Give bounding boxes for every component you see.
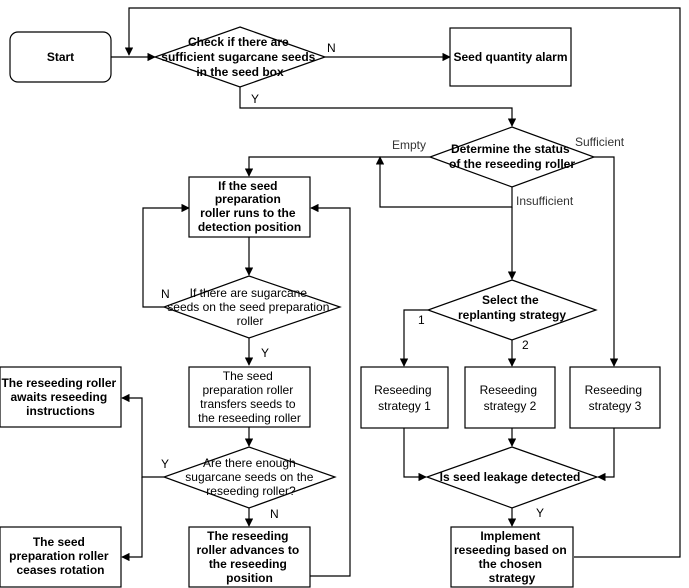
- label-check-no: N: [327, 41, 336, 55]
- roller-advances-label: The reseeding roller advances to the res…: [196, 529, 302, 585]
- edge-check-to-determine: [239, 87, 517, 127]
- transfer-seeds-label: The seed preparation roller transfers se…: [198, 369, 301, 425]
- edge-determine-to-strategy3: [594, 156, 619, 367]
- label-prep-yes: Y: [261, 346, 269, 360]
- label-check-yes: Y: [251, 92, 259, 106]
- node-start: Start: [9, 31, 112, 83]
- node-transfer-seeds: The seed preparation roller transfers se…: [188, 366, 311, 428]
- strategy-2-label: Reseeding strategy 2: [480, 383, 541, 413]
- node-implement-reseeding: Implement reseeding based on the chosen …: [450, 526, 574, 588]
- strategy-3-label: Reseeding strategy 3: [585, 383, 646, 413]
- leakage-detected-label: Is seed leakage detected: [440, 470, 581, 484]
- ceases-rotation-label: The seed preparation roller ceases rotat…: [9, 535, 112, 577]
- determine-status-label: Determine the status of the reseeding ro…: [449, 142, 575, 171]
- node-enough-seeds: Are there enough sugarcane seeds on the …: [162, 446, 337, 509]
- label-strategy-2: 2: [522, 338, 529, 352]
- seeds-on-prep-label: If there are sugarcane seeds on the seed…: [167, 286, 332, 328]
- implement-reseeding-label: Implement reseeding based on the chosen …: [454, 529, 570, 585]
- edge-implement-loop: [124, 7, 681, 558]
- node-determine-status: Determine the status of the reseeding ro…: [428, 126, 596, 188]
- label-status-empty: Empty: [392, 138, 426, 152]
- label-enough-no: N: [270, 507, 279, 521]
- strategy-1-label: Reseeding strategy 1: [374, 383, 435, 413]
- label-leakage-yes: Y: [536, 506, 544, 520]
- node-strategy-3: Reseeding strategy 3: [569, 366, 661, 429]
- node-await-instructions: The reseeding roller awaits reseeding in…: [0, 366, 122, 428]
- node-strategy-1: Reseeding strategy 1: [360, 366, 449, 429]
- edges: [111, 7, 681, 577]
- label-status-sufficient: Sufficient: [575, 135, 625, 149]
- edge-advance-loop: [310, 203, 351, 577]
- label-enough-yes: Y: [161, 457, 169, 471]
- edge-enough-yes-branch: [121, 393, 164, 478]
- node-leakage-detected: Is seed leakage detected: [425, 446, 599, 509]
- check-seeds-label: Check if there are sufficient sugarcane …: [161, 35, 318, 79]
- select-strategy-label: Select the replanting strategy: [458, 293, 566, 322]
- node-check-seeds: Check if there are sufficient sugarcane …: [153, 26, 327, 88]
- label-prep-no: N: [161, 287, 170, 301]
- label-status-insufficient: Insufficient: [516, 194, 574, 208]
- node-roller-advances: The reseeding roller advances to the res…: [188, 526, 311, 588]
- await-instructions-label: The reseeding roller awaits reseeding in…: [1, 376, 119, 418]
- edge-labels: N Y Empty Sufficient Insufficient N Y Y …: [161, 41, 625, 521]
- edge-determine-loop: [375, 156, 513, 208]
- edge-enough-yes-to-cease: [121, 477, 143, 562]
- edge-seeds-on-prep-no: [142, 203, 190, 308]
- node-strategy-2: Reseeding strategy 2: [464, 366, 556, 429]
- edge-strategy1-to-leakage: [403, 428, 427, 482]
- edge-determine-to-prep-detect: [244, 156, 430, 177]
- node-select-strategy: Select the replanting strategy: [426, 279, 598, 341]
- enough-seeds-label: Are there enough sugarcane seeds on the …: [185, 456, 316, 498]
- node-seeds-on-prep: If there are sugarcane seeds on the seed…: [162, 275, 342, 339]
- node-seed-alarm: Seed quantity alarm: [449, 27, 572, 87]
- start-label: Start: [47, 50, 74, 64]
- prep-roller-detect-label: If the seed preparation roller runs to t…: [198, 179, 301, 234]
- label-strategy-1: 1: [418, 313, 425, 327]
- node-ceases-rotation: The seed preparation roller ceases rotat…: [0, 526, 122, 588]
- edge-strategy3-to-leakage: [597, 428, 615, 482]
- edge-select-to-strategy1: [399, 309, 428, 367]
- node-prep-roller-detect: If the seed preparation roller runs to t…: [188, 176, 311, 238]
- seed-alarm-label: Seed quantity alarm: [453, 50, 567, 64]
